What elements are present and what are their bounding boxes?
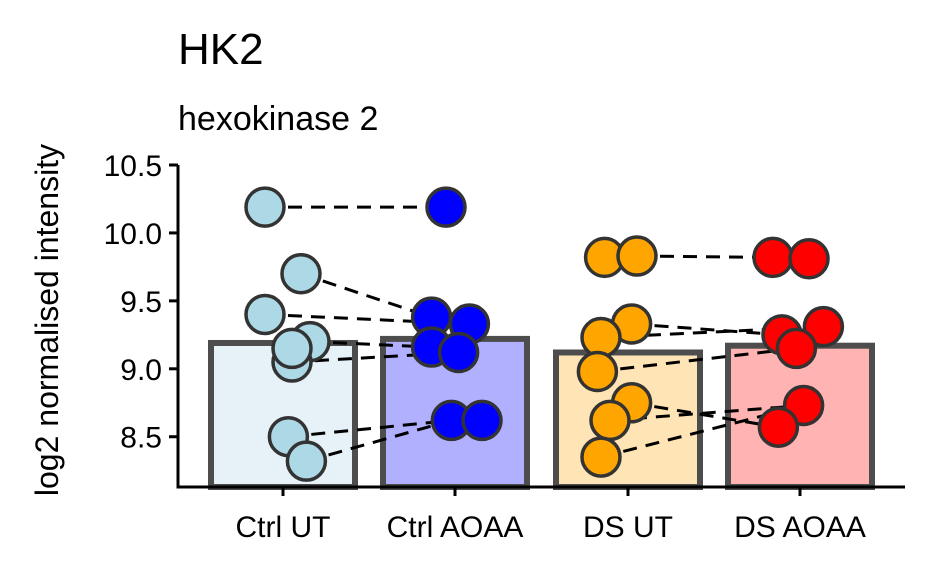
y-tick-label-2: 9.5 [120, 286, 162, 319]
point-3-6 [757, 406, 800, 448]
point-0-5 [271, 327, 313, 370]
point-3-1 [788, 237, 830, 280]
chart-title: HK2 [178, 25, 264, 74]
y-tick-label-0: 8.5 [120, 422, 162, 455]
point-1-4 [437, 331, 480, 374]
point-3-0 [752, 236, 794, 279]
pair-line-10 [597, 346, 797, 374]
point-3-4 [775, 327, 818, 370]
x-tick-label-0: Ctrl UT [236, 511, 331, 544]
y-tick-label-3: 10.0 [104, 218, 162, 251]
point-2-3 [580, 316, 622, 359]
chart-subtitle: hexokinase 2 [178, 100, 378, 138]
pair-line-6 [305, 418, 452, 463]
point-2-6 [589, 399, 631, 442]
point-0-0 [244, 186, 286, 228]
x-tick-label-3: DS AOAA [734, 511, 866, 544]
point-2-4 [576, 350, 619, 393]
point-2-1 [616, 235, 658, 277]
y-tick-label-4: 10.5 [104, 150, 162, 183]
points-layer [244, 186, 845, 482]
point-0-1 [280, 252, 322, 295]
point-3-2 [802, 305, 845, 348]
x-tick-label-1: Ctrl AOAA [387, 511, 524, 544]
point-0-2 [244, 293, 286, 336]
point-1-0 [425, 186, 467, 228]
point-0-7 [285, 440, 328, 482]
point-1-6 [461, 399, 503, 442]
x-tick-label-2: DS UT [583, 511, 673, 544]
pair-line-11 [631, 401, 779, 429]
pair-line-8 [631, 322, 783, 337]
pair-line-5 [288, 418, 452, 439]
point-2-7 [580, 436, 622, 478]
y-tick-label-1: 9.0 [120, 354, 162, 387]
y-axis-label: log2 normalised intensity [29, 144, 65, 496]
